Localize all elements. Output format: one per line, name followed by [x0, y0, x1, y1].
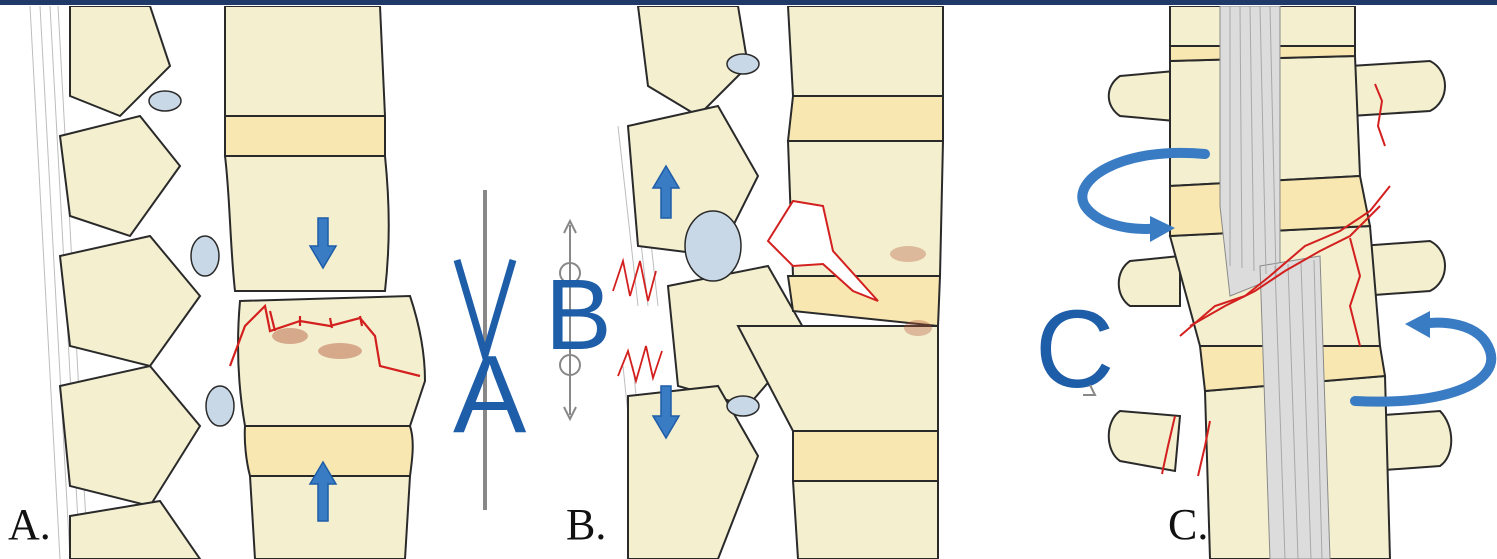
distraction-letter: B: [545, 265, 612, 365]
top-accent-bar: [0, 0, 1497, 5]
rotation-symbol: C: [1035, 295, 1125, 415]
panel-c-illustration: [1030, 6, 1497, 559]
posterior-elements: [60, 6, 200, 559]
panel-c-label: C.: [1168, 499, 1208, 550]
panel-a-label: A.: [8, 499, 51, 550]
panel-b-label: B.: [566, 499, 606, 550]
rotation-indicator-arrow: [1035, 295, 1125, 415]
torn-ligament: [613, 261, 662, 381]
distraction-symbol: B: [545, 215, 615, 425]
panel-c-rotation: C.: [1030, 6, 1497, 559]
axial-load-letter: A: [453, 340, 526, 450]
axial-load-symbol: A: [445, 190, 525, 520]
